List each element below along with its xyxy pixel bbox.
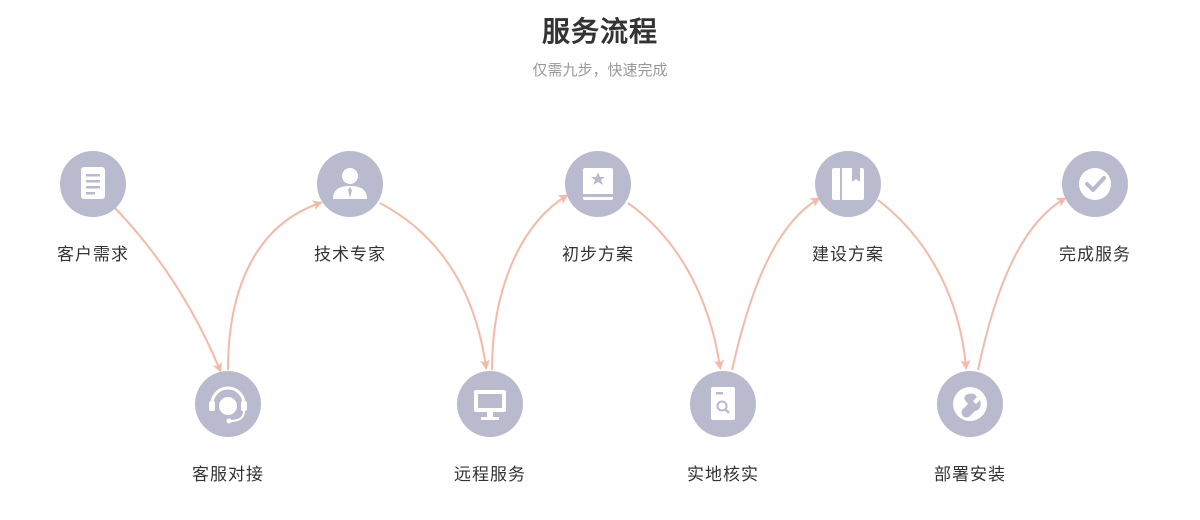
connector-8-9 [977, 197, 1067, 371]
step-1-node [60, 151, 126, 217]
connector-1-2 [114, 207, 222, 373]
document-icon [81, 167, 105, 199]
step-3-node [317, 151, 383, 217]
headset-icon [209, 386, 247, 424]
step-2-label: 客服对接 [192, 465, 264, 485]
page-subtitle: 仅需九步，快速完成 [532, 61, 668, 79]
step-5-node [565, 151, 631, 217]
step-6-label: 实地核实 [687, 465, 759, 485]
monitor-icon [474, 390, 506, 420]
step-7-node [815, 151, 881, 217]
step-2-node [195, 371, 261, 437]
wrench-icon [953, 387, 987, 421]
page-title: 服务流程 [541, 15, 658, 48]
connector-2-3 [227, 200, 323, 371]
connector-5-6 [627, 202, 724, 370]
connector-4-5 [491, 194, 569, 371]
connector-7-8 [877, 199, 971, 370]
step-8-label: 部署安装 [934, 465, 1006, 485]
search-document-icon [711, 387, 735, 420]
flow-connectors [114, 194, 1067, 373]
connector-3-4 [379, 202, 490, 370]
step-8-node [937, 371, 1003, 437]
step-1-label: 客户需求 [57, 245, 129, 265]
bookmark-book-icon [832, 168, 864, 200]
step-9-label: 完成服务 [1059, 245, 1131, 265]
step-7-label: 建设方案 [812, 245, 884, 265]
step-3-label: 技术专家 [314, 245, 386, 265]
step-9-node [1062, 151, 1128, 217]
star-book-icon [583, 168, 613, 200]
step-6-node [690, 371, 756, 437]
step-4-node [457, 371, 523, 437]
expert-icon [333, 168, 367, 199]
check-icon [1079, 168, 1111, 200]
step-5-label: 初步方案 [562, 245, 634, 265]
connector-6-7 [731, 197, 821, 371]
step-4-label: 远程服务 [454, 465, 526, 485]
